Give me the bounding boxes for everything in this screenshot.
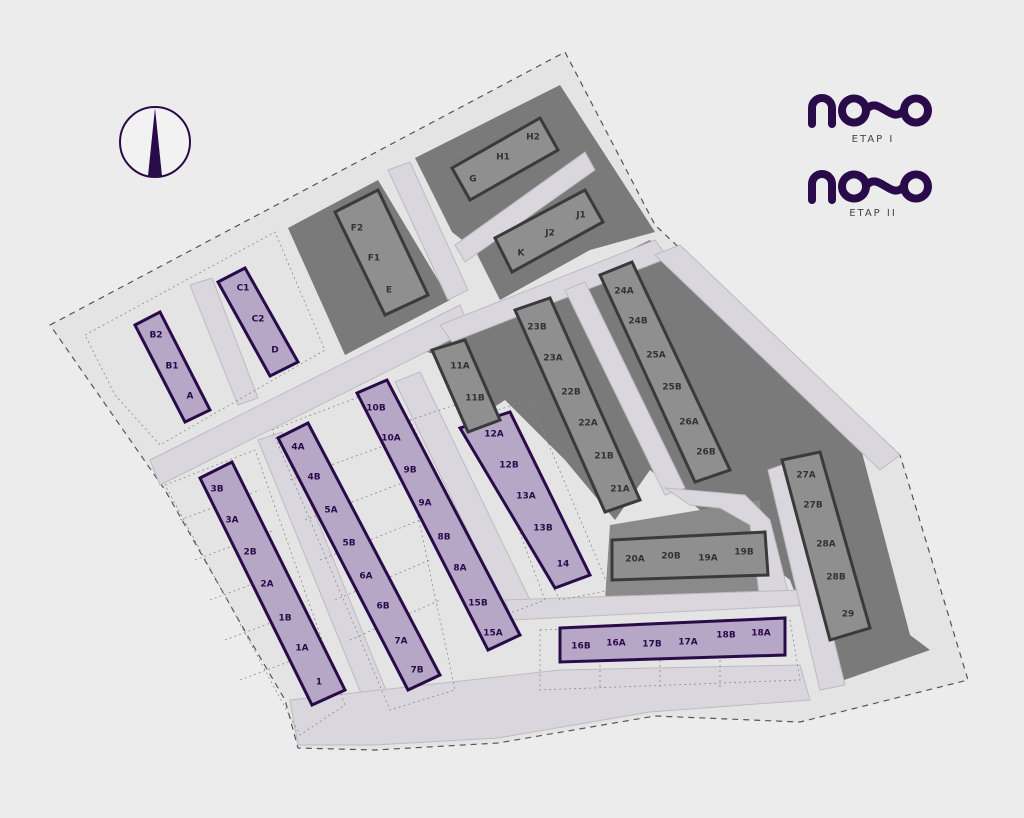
unit-label-h2[interactable]: H2 xyxy=(526,133,540,143)
unit-label-26b[interactable]: 26B xyxy=(696,448,716,458)
unit-label-10b[interactable]: 10B xyxy=(366,404,386,414)
unit-label-18b[interactable]: 18B xyxy=(716,631,736,641)
unit-label-g[interactable]: G xyxy=(469,175,476,185)
unit-label-6b[interactable]: 6B xyxy=(376,602,389,612)
unit-label-15a[interactable]: 15A xyxy=(483,629,503,639)
unit-label-b2[interactable]: B2 xyxy=(149,331,162,341)
unit-label-h1[interactable]: H1 xyxy=(496,153,510,163)
unit-label-9b[interactable]: 9B xyxy=(403,466,416,476)
unit-label-b1[interactable]: B1 xyxy=(165,362,178,372)
unit-label-20a[interactable]: 20A xyxy=(625,555,645,565)
phase-two-buildings xyxy=(333,115,872,642)
unit-label-8b[interactable]: 8B xyxy=(437,533,450,543)
unit-label-j2[interactable]: J2 xyxy=(544,229,555,239)
unit-label-25a[interactable]: 25A xyxy=(646,351,666,361)
phase-one-buildings xyxy=(132,266,787,707)
unit-label-7b[interactable]: 7B xyxy=(410,666,423,676)
unit-label-6a[interactable]: 6A xyxy=(359,572,372,582)
unit-label-21b[interactable]: 21B xyxy=(594,452,614,462)
unit-label-j1[interactable]: J1 xyxy=(575,211,586,221)
unit-label-2b[interactable]: 2B xyxy=(243,548,256,558)
unit-label-a[interactable]: A xyxy=(187,392,194,402)
unit-label-22a[interactable]: 22A xyxy=(578,419,598,429)
unit-label-4b[interactable]: 4B xyxy=(307,473,320,483)
unit-label-4a[interactable]: 4A xyxy=(291,443,304,453)
legend-item-etap-1: ETAP I xyxy=(710,92,950,152)
unit-label-25b[interactable]: 25B xyxy=(662,383,682,393)
unit-label-2a[interactable]: 2A xyxy=(260,580,273,590)
unit-label-8a[interactable]: 8A xyxy=(453,564,466,574)
nodo-logo-icon xyxy=(808,170,932,204)
unit-label-18a[interactable]: 18A xyxy=(751,629,771,639)
unit-label-3a[interactable]: 3A xyxy=(225,516,238,526)
unit-label-24b[interactable]: 24B xyxy=(628,317,648,327)
unit-label-1b[interactable]: 1B xyxy=(278,614,291,624)
unit-label-16a[interactable]: 16A xyxy=(606,639,626,649)
north-arrow-icon xyxy=(148,108,162,176)
unit-label-24a[interactable]: 24A xyxy=(614,287,634,297)
unit-label-28a[interactable]: 28A xyxy=(816,540,836,550)
unit-label-13a[interactable]: 13A xyxy=(516,492,536,502)
compass xyxy=(119,106,191,178)
unit-label-e[interactable]: E xyxy=(386,286,392,296)
unit-label-5a[interactable]: 5A xyxy=(324,506,337,516)
legend-caption: ETAP II xyxy=(849,208,897,219)
unit-label-11a[interactable]: 11A xyxy=(450,362,470,372)
unit-label-11b[interactable]: 11B xyxy=(465,394,485,404)
legend-caption: ETAP I xyxy=(851,134,895,145)
unit-label-10a[interactable]: 10A xyxy=(381,434,401,444)
roads xyxy=(149,151,901,746)
unit-label-12b[interactable]: 12B xyxy=(499,461,519,471)
unit-label-3b[interactable]: 3B xyxy=(210,485,223,495)
unit-label-f1[interactable]: F1 xyxy=(368,254,380,264)
unit-label-29[interactable]: 29 xyxy=(842,610,855,620)
unit-label-c1[interactable]: C1 xyxy=(237,284,250,294)
unit-label-22b[interactable]: 22B xyxy=(561,388,581,398)
unit-label-13b[interactable]: 13B xyxy=(533,524,553,534)
unit-label-26a[interactable]: 26A xyxy=(679,418,699,428)
unit-label-27a[interactable]: 27A xyxy=(796,471,816,481)
unit-label-14[interactable]: 14 xyxy=(557,560,570,570)
unit-label-9a[interactable]: 9A xyxy=(418,499,431,509)
nodo-logo-icon xyxy=(808,94,932,128)
unit-label-28b[interactable]: 28B xyxy=(826,573,846,583)
unit-label-19a[interactable]: 19A xyxy=(698,554,718,564)
unit-label-17a[interactable]: 17A xyxy=(678,638,698,648)
unit-label-15b[interactable]: 15B xyxy=(468,599,488,609)
unit-label-k[interactable]: K xyxy=(518,249,526,259)
unit-label-23a[interactable]: 23A xyxy=(543,354,563,364)
unit-label-21a[interactable]: 21A xyxy=(610,485,630,495)
unit-label-16b[interactable]: 16B xyxy=(571,642,591,652)
unit-label-27b[interactable]: 27B xyxy=(803,501,823,511)
unit-label-20b[interactable]: 20B xyxy=(661,552,681,562)
unit-label-f2[interactable]: F2 xyxy=(351,224,363,234)
unit-label-1a[interactable]: 1A xyxy=(295,644,308,654)
unit-label-12a[interactable]: 12A xyxy=(484,430,504,440)
unit-label-d[interactable]: D xyxy=(271,346,278,356)
legend-item-etap-2: ETAP II xyxy=(710,168,950,228)
unit-label-17b[interactable]: 17B xyxy=(642,640,662,650)
unit-label-19b[interactable]: 19B xyxy=(734,548,754,558)
unit-label-c2[interactable]: C2 xyxy=(252,315,265,325)
unit-label-5b[interactable]: 5B xyxy=(342,539,355,549)
unit-label-7a[interactable]: 7A xyxy=(394,637,407,647)
unit-label-1[interactable]: 1 xyxy=(316,678,322,688)
unit-label-23b[interactable]: 23B xyxy=(527,323,547,333)
